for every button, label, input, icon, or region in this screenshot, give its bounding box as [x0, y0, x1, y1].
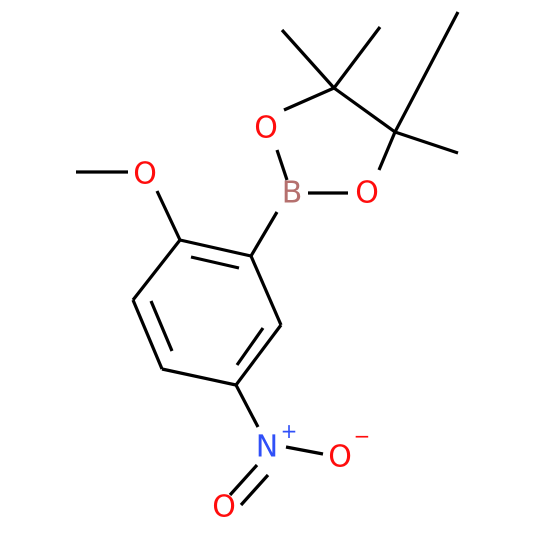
bond-c3-c4	[131, 299, 164, 370]
bond-o-c2	[155, 190, 182, 241]
bond-c5-c6	[234, 324, 283, 386]
charge-o-nitro: −	[354, 424, 371, 448]
bond-c5-n	[234, 384, 260, 428]
atom-o-nitro-right: O	[328, 440, 352, 475]
bond-methyl-far-top	[393, 11, 460, 133]
bond-c4-c5	[161, 367, 237, 387]
bonds	[76, 11, 460, 507]
bond-inner-c3-c4	[149, 300, 174, 352]
bond-methyl-top-left	[280, 28, 336, 90]
atom-labels: O O B O N + O − O	[133, 111, 379, 525]
bond-c6-c1	[249, 255, 283, 326]
atom-o-nitro-bottom: O	[212, 490, 236, 525]
atom-o-methoxy: O	[133, 157, 157, 192]
atom-o-ring-top: O	[254, 111, 278, 146]
atom-nitrogen: N	[256, 430, 278, 465]
bond-n-o-right	[285, 445, 324, 456]
bond-methyl-top-right	[332, 26, 382, 89]
bond-n-o-double-b	[239, 473, 270, 507]
bond-b-o-top	[275, 149, 289, 181]
atom-o-ring-bottom: O	[355, 176, 379, 211]
bond-methyl-far-right	[394, 130, 459, 155]
charge-nitrogen: +	[281, 419, 298, 443]
bond-o-bottom-c	[377, 131, 397, 171]
bond-n-o-double-a	[228, 463, 259, 497]
bond-c1-b	[249, 211, 279, 257]
bond-o-top-c	[283, 86, 335, 112]
atom-boron: B	[282, 176, 303, 211]
bond-inner-c5-c6	[235, 327, 265, 366]
bond-c-c-ring	[333, 86, 396, 134]
bond-c2-c3	[131, 239, 182, 301]
bond-inner-c1-c2	[190, 255, 240, 270]
bond-c1-c2	[179, 238, 252, 258]
